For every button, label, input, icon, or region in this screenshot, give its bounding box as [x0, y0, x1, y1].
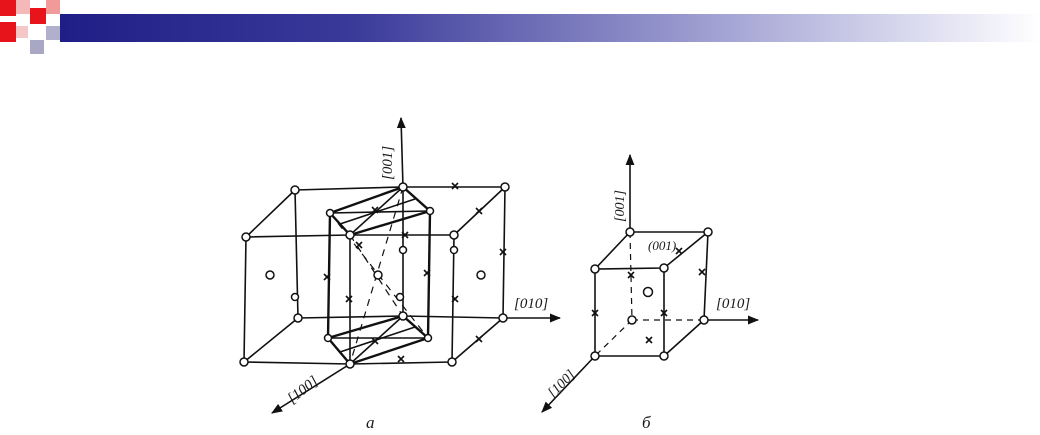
- logo-square-gray-2: [46, 26, 60, 40]
- logo-square-gray: [30, 40, 44, 54]
- logo-square-red-3: [0, 22, 16, 42]
- figure-a-axis-x-label: [100]: [285, 373, 322, 407]
- figure-a-axis-y-label: [010]: [514, 296, 548, 312]
- logo-square-pink-3: [16, 26, 28, 38]
- figure-a-axis-z-label: [001]: [380, 146, 396, 180]
- figure-a-axes: [271, 116, 562, 414]
- logo-square-pink-2: [46, 0, 60, 14]
- figure-b-axis-y-label: [010]: [716, 296, 750, 312]
- figure-b-caption: б: [642, 413, 651, 432]
- figure-b-interstitial-crosses: [591, 247, 706, 344]
- figure-b-axis-z-label: [001]: [613, 190, 628, 222]
- header-gradient-bar: [60, 14, 1040, 42]
- figure-a-lattice-points: [239, 182, 510, 369]
- logo-square-red: [0, 0, 16, 16]
- figure-b-axis-x-label: [100]: [545, 368, 578, 401]
- figure-b-face-label: (001): [648, 238, 676, 253]
- logo-square-red-2: [30, 8, 46, 24]
- figure-a-caption: а: [366, 413, 375, 432]
- figure-b-axes: [541, 153, 760, 413]
- logo-square-pink: [16, 0, 30, 14]
- figure-a-interstitial-crosses: [323, 182, 507, 363]
- slide-header: [0, 0, 1040, 60]
- figure-b-lattice-points: [590, 227, 713, 361]
